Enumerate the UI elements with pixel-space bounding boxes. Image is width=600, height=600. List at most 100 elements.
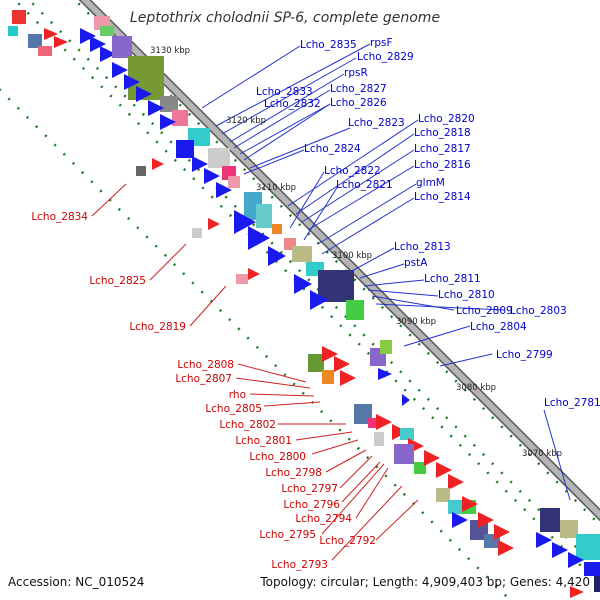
leader-line <box>249 127 351 169</box>
leader-line <box>215 43 371 127</box>
gene-label-forward[interactable]: Lcho_2833 <box>256 86 313 98</box>
leader-line <box>295 133 415 215</box>
gene-label-reverse[interactable]: rho <box>229 389 246 401</box>
feature-arrow <box>248 226 270 250</box>
feature-arrow <box>234 210 256 234</box>
feature-block <box>192 228 202 238</box>
leader-line <box>229 73 345 143</box>
gene-label-reverse[interactable]: Lcho_2794 <box>295 513 352 525</box>
feature-block <box>400 428 414 440</box>
feature-arrow <box>494 524 510 540</box>
feature-arrow <box>148 100 164 116</box>
feature-arrow <box>80 28 96 44</box>
feature-arrow <box>152 158 164 170</box>
feature-block <box>272 224 282 234</box>
gene-label-forward[interactable]: Lcho_2820 <box>418 113 475 125</box>
gene-label-reverse[interactable]: Lcho_2807 <box>175 373 232 385</box>
gene-label-forward[interactable]: Lcho_2817 <box>414 143 471 155</box>
gene-label-forward[interactable]: Lcho_2814 <box>414 191 471 203</box>
gene-label-forward[interactable]: pstA <box>404 257 428 269</box>
leader-line <box>331 485 403 561</box>
feature-arrow <box>552 542 568 558</box>
feature-block <box>584 562 600 576</box>
gene-label-reverse[interactable]: Lcho_2808 <box>177 359 234 371</box>
feature-block <box>354 404 372 424</box>
gene-label-reverse[interactable]: Lcho_2801 <box>235 435 292 447</box>
leader-line <box>301 149 415 223</box>
feature-block <box>38 46 52 56</box>
feature-block <box>448 500 462 514</box>
feature-block <box>176 140 194 158</box>
gene-label-reverse[interactable]: Lcho_2792 <box>319 535 376 547</box>
gene-label-forward[interactable]: Lcho_2826 <box>330 97 387 109</box>
feature-block <box>594 576 600 592</box>
feature-arrow <box>90 36 106 52</box>
gene-label-forward[interactable]: Lcho_2821 <box>336 179 393 191</box>
gene-label-forward[interactable]: Lcho_2803 <box>510 305 567 317</box>
gene-label-forward[interactable]: Lcho_2829 <box>357 51 414 63</box>
kbp-mark: 3110 kbp <box>256 183 296 193</box>
gene-label-reverse[interactable]: Lcho_2805 <box>205 403 262 415</box>
gene-label-reverse[interactable]: Lcho_2798 <box>265 467 322 479</box>
topology-text: Topology: circular; Length: 4,909,403 bp… <box>259 575 590 589</box>
gene-label-forward[interactable]: Lcho_2809 <box>456 305 513 317</box>
reverse-gene-labels: Lcho_2834 Lcho_2825 Lcho_2819 Lcho_2808 … <box>31 211 376 571</box>
leader-line <box>341 461 381 503</box>
gene-label-reverse[interactable]: Lcho_2825 <box>89 275 146 287</box>
gene-label-reverse[interactable]: Lcho_2834 <box>31 211 88 223</box>
leader-line <box>543 409 571 501</box>
gene-label-reverse[interactable]: Lcho_2797 <box>281 483 338 495</box>
feature-arrow <box>376 414 392 430</box>
gene-label-forward[interactable]: Lcho_2810 <box>438 289 495 301</box>
forward-leader-lines <box>201 43 571 501</box>
gene-label-forward[interactable]: Lcho_2804 <box>470 321 527 333</box>
feature-arrow <box>378 368 392 380</box>
gene-label-reverse[interactable]: Lcho_2802 <box>219 419 276 431</box>
feature-block <box>380 340 392 354</box>
gene-label-forward[interactable]: Lcho_2827 <box>330 83 387 95</box>
accession-text: Accession: NC_010524 <box>8 575 144 589</box>
feature-block <box>322 370 334 384</box>
gene-label-forward[interactable]: Lcho_2824 <box>304 143 361 155</box>
feature-arrow <box>536 532 552 548</box>
feature-block <box>414 462 426 474</box>
gene-label-reverse[interactable]: Lcho_2796 <box>283 499 340 511</box>
feature-arrow <box>478 512 494 528</box>
gene-label-forward[interactable]: Lcho_2822 <box>324 165 381 177</box>
feature-block <box>436 488 450 502</box>
gene-label-forward[interactable]: Lcho_2816 <box>414 159 471 171</box>
leader-line <box>303 185 339 241</box>
gene-label-forward[interactable]: Lcho_2832 <box>264 98 321 110</box>
leader-line <box>233 89 331 149</box>
gene-label-forward[interactable]: rpsF <box>370 37 393 49</box>
feature-block <box>160 96 178 112</box>
gene-label-forward[interactable]: glmM <box>416 177 445 189</box>
gene-label-forward[interactable]: Lcho_2781 <box>544 397 600 409</box>
feature-arrow <box>136 86 152 102</box>
leader-line <box>349 247 395 273</box>
forward-gene-labels: Lcho_2835 rpsF Lcho_2829 rpsR Lcho_2827 … <box>256 37 600 409</box>
gene-label-reverse[interactable]: Lcho_2795 <box>259 529 316 541</box>
leader-line <box>201 45 301 109</box>
leader-line <box>339 455 373 489</box>
leader-line <box>237 363 307 383</box>
gene-label-forward[interactable]: Lcho_2818 <box>414 127 471 139</box>
gene-label-forward[interactable]: Lcho_2835 <box>300 39 357 51</box>
feature-arrow <box>248 268 260 280</box>
gene-label-forward[interactable]: Lcho_2813 <box>394 241 451 253</box>
gene-label-reverse[interactable]: Lcho_2819 <box>129 321 186 333</box>
gene-label-forward[interactable]: Lcho_2799 <box>496 349 553 361</box>
leader-line <box>321 197 415 255</box>
feature-block <box>576 534 600 560</box>
feature-arrow <box>160 114 176 130</box>
gene-label-reverse[interactable]: Lcho_2800 <box>249 451 306 463</box>
leader-line <box>375 303 505 311</box>
feature-block <box>292 246 312 262</box>
feature-arrow <box>216 182 232 198</box>
gene-label-forward[interactable]: Lcho_2811 <box>424 273 481 285</box>
feature-arrow <box>448 474 464 490</box>
gene-label-forward[interactable]: rpsR <box>344 67 368 79</box>
gene-label-reverse[interactable]: Lcho_2793 <box>271 559 328 571</box>
gene-label-forward[interactable]: Lcho_2823 <box>348 117 405 129</box>
